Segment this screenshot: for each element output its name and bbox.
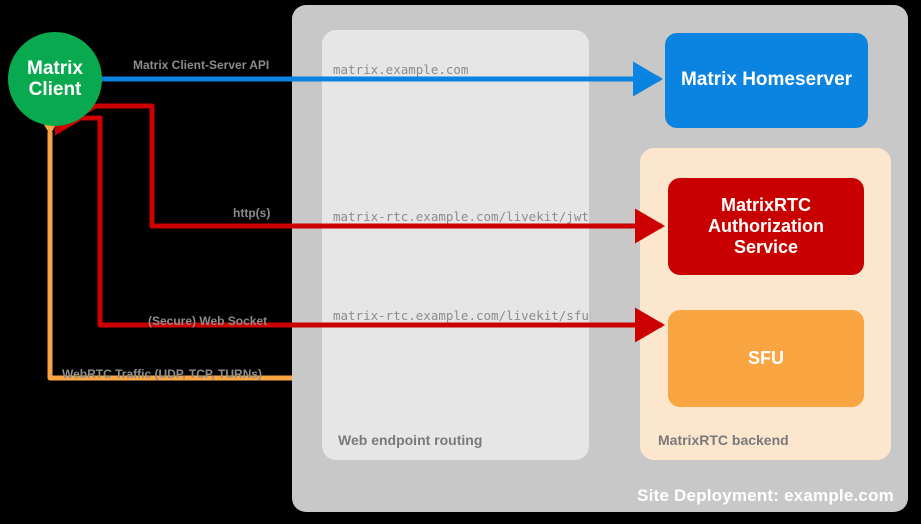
edge-label-websocket: (Secure) Web Socket — [148, 314, 268, 328]
site-deployment-label: Site Deployment: example.com — [637, 486, 894, 505]
route-label-sfu: matrix-rtc.example.com/livekit/sfu — [333, 308, 589, 323]
matrixrtc-authorization-service-node[interactable]: MatrixRTC Authorization Service — [668, 178, 864, 275]
auth-line-3: Service — [733, 237, 799, 258]
route-label-jwt: matrix-rtc.example.com/livekit/jwt — [333, 209, 589, 224]
matrix-homeserver-label: Matrix Homeserver — [680, 69, 853, 91]
edge-label-https: http(s) — [233, 206, 271, 220]
matrix-client-line-1: Matrix — [27, 57, 83, 79]
matrix-homeserver-node[interactable]: Matrix Homeserver — [665, 33, 868, 128]
edge-label-client-server-api: Matrix Client-Server API — [133, 58, 270, 72]
sfu-label: SFU — [748, 347, 784, 368]
web-endpoint-routing-label: Web endpoint routing — [338, 432, 483, 448]
arrow-https — [69, 88, 665, 244]
sfu-node[interactable]: SFU — [668, 310, 864, 407]
matrix-client-line-2: Client — [28, 79, 82, 100]
matrixrtc-backend-label: MatrixRTC backend — [658, 432, 789, 448]
matrix-client-node[interactable]: Matrix Client — [8, 32, 102, 126]
auth-line-2: Authorization — [708, 215, 824, 236]
matrixrtc-authorization-service-label: MatrixRTC Authorization Service — [708, 195, 824, 259]
auth-line-1: MatrixRTC — [720, 194, 811, 215]
edge-label-webrtc: WebRTC Traffic (UDP, TCP, TURNs) — [62, 367, 263, 381]
route-label-matrix: matrix.example.com — [333, 62, 469, 77]
